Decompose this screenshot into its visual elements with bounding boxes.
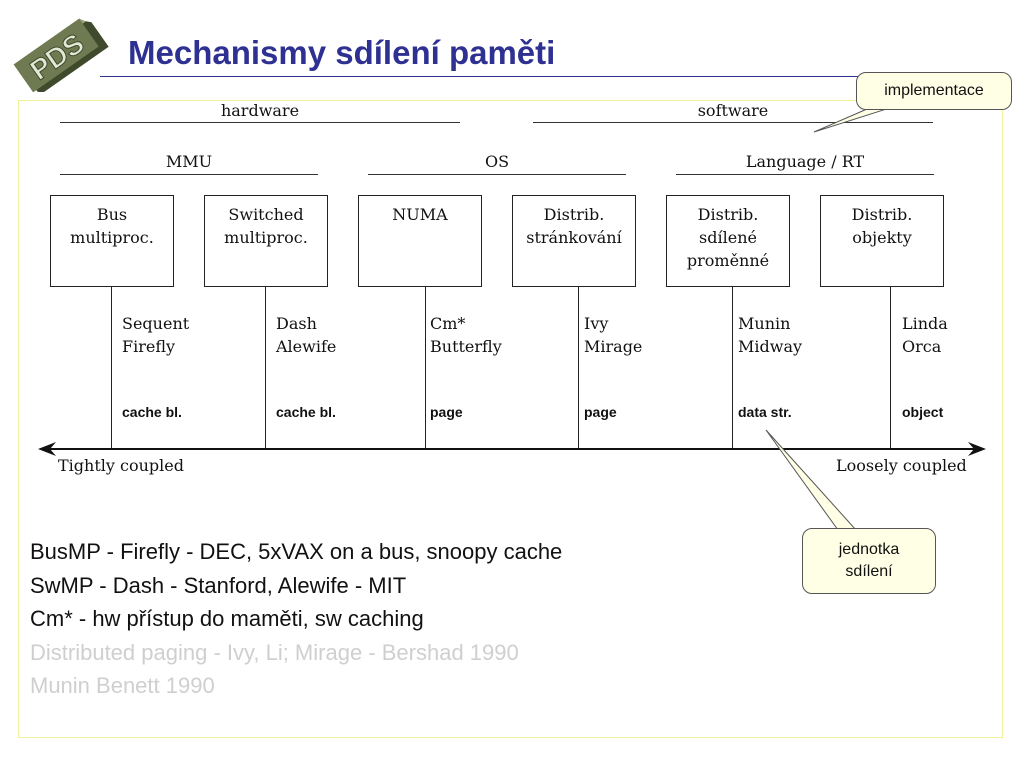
note-line-dimmed: Distributed paging - Ivy, Li; Mirage - B…	[30, 639, 519, 665]
subcategory-language-rt: Language / RT	[745, 152, 865, 171]
note-line: SwMP - Dash - Stanford, Alewife - MIT	[30, 572, 407, 598]
box-distrib-paging: Distrib.stránkování	[512, 195, 636, 287]
callout-implementation: implementace	[856, 72, 1012, 110]
unit-bus: cache bl.	[122, 404, 182, 420]
note-line: Cm* - hw přístup do maměti, sw caching	[30, 606, 424, 631]
category-software-line	[533, 122, 933, 123]
coupling-axis-arrow	[38, 442, 986, 456]
unit-objects: object	[902, 404, 944, 420]
unit-shared-vars: data str.	[738, 404, 792, 420]
category-hardware: hardware	[220, 101, 300, 120]
subcategory-language-rt-line	[676, 174, 934, 175]
content-frame	[18, 100, 1003, 738]
unit-paging: page	[584, 404, 617, 420]
title-divider	[100, 76, 1004, 77]
box-distrib-objects: Distrib.objekty	[820, 195, 944, 287]
pds-logo: PDS	[13, 18, 109, 92]
axis-label-tightly-coupled: Tightly coupled	[58, 456, 184, 475]
subcategory-mmu-line	[60, 174, 318, 175]
axis-label-loosely-coupled: Loosely coupled	[836, 456, 967, 475]
page-title: Mechanismy sdílení paměti	[128, 34, 556, 71]
subcategory-mmu: MMU	[165, 152, 213, 171]
box-numa: NUMA	[358, 195, 482, 287]
examples-numa: Cm*Butterfly	[430, 314, 502, 356]
subcategory-os: OS	[484, 152, 510, 171]
note-line-dimmed: Munin Benett 1990	[30, 673, 215, 698]
unit-numa: page	[430, 404, 463, 420]
category-software: software	[697, 101, 769, 120]
note-line: BusMP - Firefly - DEC, 5xVAX on a bus, s…	[30, 539, 563, 564]
subcategory-os-line	[368, 174, 626, 175]
connector-line	[111, 287, 112, 449]
connector-line	[265, 287, 266, 449]
connector-line	[425, 287, 426, 449]
category-hardware-line	[60, 122, 460, 123]
connector-line	[732, 287, 733, 449]
unit-switched: cache bl.	[276, 404, 336, 420]
connector-line	[578, 287, 579, 449]
notes-list: BusMP - Firefly - DEC, 5xVAX on a bus, s…	[30, 535, 562, 703]
connector-line	[890, 287, 891, 449]
